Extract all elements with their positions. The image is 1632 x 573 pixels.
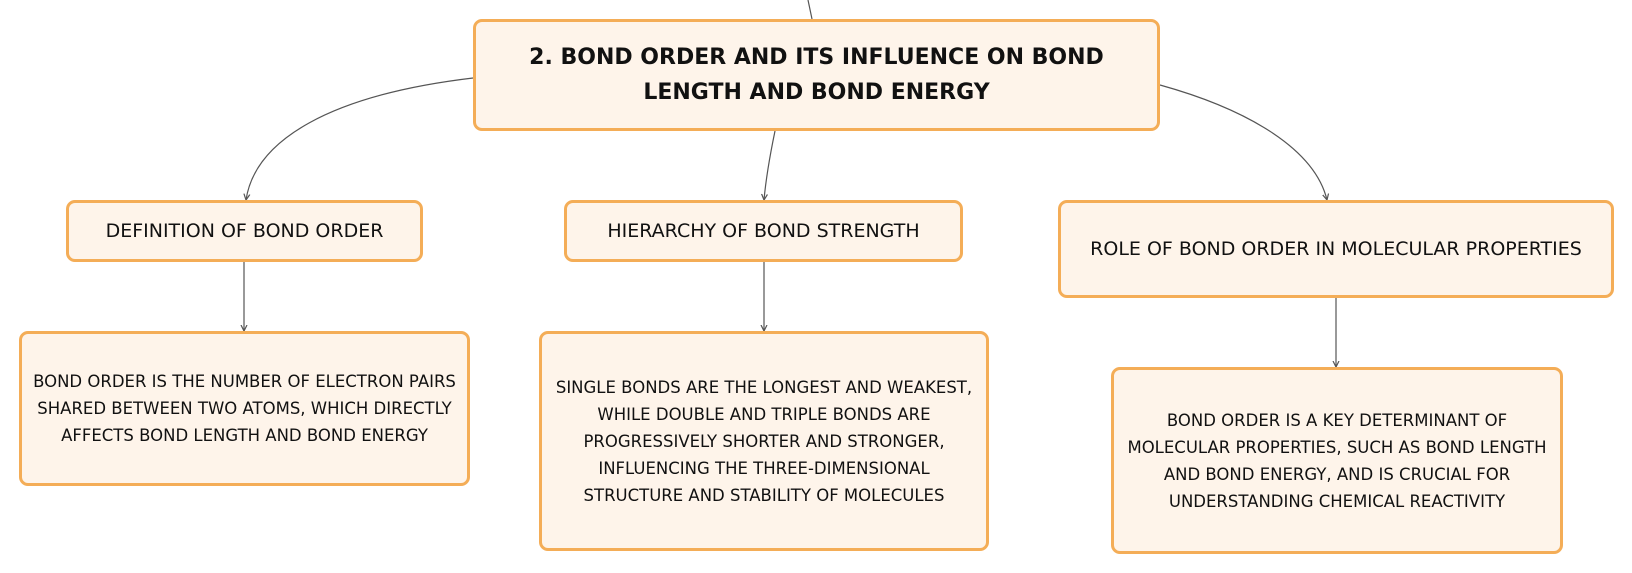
topic-node-hierarchy[interactable]: HIERARCHY OF BOND STRENGTH — [564, 200, 963, 262]
detail-node-role[interactable]: BOND ORDER IS A KEY DETERMINANT OF MOLEC… — [1111, 367, 1563, 554]
connector-parent-to-root — [807, 0, 813, 20]
topic-node-role[interactable]: ROLE OF BOND ORDER IN MOLECULAR PROPERTI… — [1058, 200, 1614, 298]
detail-node-definition[interactable]: BOND ORDER IS THE NUMBER OF ELECTRON PAI… — [19, 331, 470, 486]
detail-node-text: BOND ORDER IS A KEY DETERMINANT OF MOLEC… — [1127, 410, 1547, 511]
root-node-label: 2. BOND ORDER AND ITS INFLUENCE ON BOND … — [529, 45, 1104, 105]
detail-node-hierarchy[interactable]: SINGLE BONDS ARE THE LONGEST AND WEAKEST… — [539, 331, 989, 551]
topic-node-label: HIERARCHY OF BOND STRENGTH — [607, 219, 920, 242]
connector-root-to-hierarchy — [764, 130, 776, 200]
topic-node-label: ROLE OF BOND ORDER IN MOLECULAR PROPERTI… — [1090, 237, 1582, 260]
topic-node-label: DEFINITION OF BOND ORDER — [105, 219, 384, 242]
detail-node-text: BOND ORDER IS THE NUMBER OF ELECTRON PAI… — [33, 372, 456, 445]
topic-node-definition[interactable]: DEFINITION OF BOND ORDER — [66, 200, 423, 262]
root-node[interactable]: 2. BOND ORDER AND ITS INFLUENCE ON BOND … — [473, 19, 1160, 131]
connector-root-to-definition — [246, 77, 474, 200]
detail-node-text: SINGLE BONDS ARE THE LONGEST AND WEAKEST… — [555, 377, 973, 505]
connector-root-to-role — [1159, 84, 1327, 200]
